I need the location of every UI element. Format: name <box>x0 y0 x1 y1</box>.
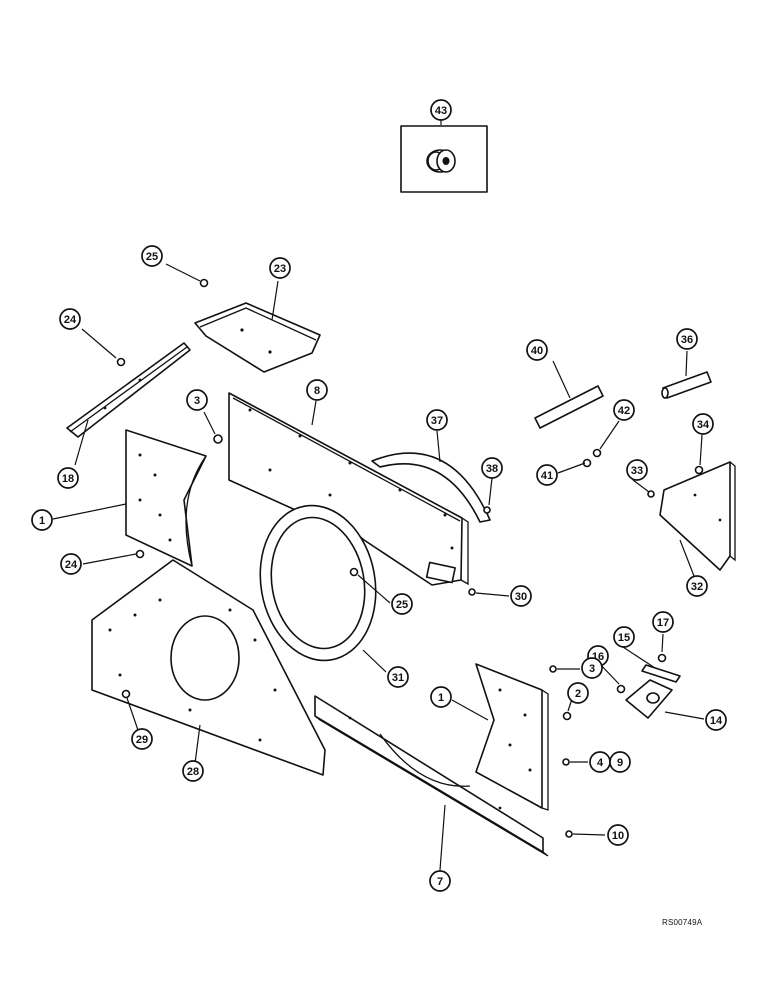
part-14-square-plate <box>625 679 673 719</box>
fasteners <box>116 278 704 838</box>
callout-label: 17 <box>657 617 669 629</box>
part-31-ring <box>259 504 377 662</box>
callout-label: 1 <box>438 692 444 704</box>
callout-label: 43 <box>435 105 447 117</box>
callout-30[interactable]: 30 <box>510 585 532 607</box>
callout-37[interactable]: 37 <box>426 409 448 431</box>
callout-label: 34 <box>697 419 710 431</box>
callout-label: 2 <box>575 688 581 700</box>
callout-label: 42 <box>618 405 630 417</box>
callout-23[interactable]: 23 <box>269 257 291 279</box>
callout-label: 25 <box>396 599 408 611</box>
callout-1[interactable]: 1 <box>430 686 452 708</box>
callout-label: 30 <box>515 591 527 603</box>
callout-17[interactable]: 17 <box>652 611 674 633</box>
leader-lines <box>52 118 705 871</box>
callout-label: 40 <box>531 345 543 357</box>
inset-box-part-43 <box>400 125 488 193</box>
callout-33[interactable]: 33 <box>626 459 648 481</box>
callout-34[interactable]: 34 <box>692 413 714 435</box>
callout-label: 31 <box>392 672 404 684</box>
callout-label: 3 <box>589 663 595 675</box>
part-7-bottom-bar <box>314 695 549 857</box>
callout-7[interactable]: 7 <box>429 870 451 892</box>
callout-label: 24 <box>64 314 77 326</box>
callout-42[interactable]: 42 <box>613 399 635 421</box>
callout-label: 4 <box>597 757 604 769</box>
callout-14[interactable]: 14 <box>705 709 727 731</box>
callout-label: 10 <box>612 830 624 842</box>
callout-29[interactable]: 29 <box>131 728 153 750</box>
callout-label: 1 <box>39 515 45 527</box>
callout-28[interactable]: 28 <box>182 760 204 782</box>
part-18-diagonal-bar <box>66 342 191 438</box>
drawing-reference-code: RS00749A <box>662 918 703 927</box>
callout-label: 41 <box>541 470 553 482</box>
callout-25[interactable]: 25 <box>141 245 163 267</box>
callout-31[interactable]: 31 <box>387 666 409 688</box>
callout-1[interactable]: 1 <box>31 509 53 531</box>
callout-40[interactable]: 40 <box>526 339 548 361</box>
callout-label: 15 <box>618 632 630 644</box>
callout-label: 8 <box>314 385 320 397</box>
callout-label: 24 <box>65 559 78 571</box>
callout-label: 9 <box>617 757 623 769</box>
callout-4[interactable]: 4 <box>589 751 611 773</box>
callout-15[interactable]: 15 <box>613 626 635 648</box>
part-1-lower-side-panel <box>475 663 549 811</box>
callout-label: 28 <box>187 766 199 778</box>
callout-10[interactable]: 10 <box>607 824 629 846</box>
part-37-arc-plate <box>371 452 491 523</box>
callout-8[interactable]: 8 <box>306 379 328 401</box>
callout-18[interactable]: 18 <box>57 467 79 489</box>
callout-label: 18 <box>62 473 74 485</box>
callout-label: 7 <box>437 876 443 888</box>
part-32-side-plate <box>659 461 736 571</box>
part-15-strip <box>641 664 681 683</box>
callout-label: 25 <box>146 251 158 263</box>
callout-36[interactable]: 36 <box>676 328 698 350</box>
callout-2[interactable]: 2 <box>567 682 589 704</box>
part-36-rod <box>661 371 712 399</box>
callout-41[interactable]: 41 <box>536 464 558 486</box>
callout-25[interactable]: 25 <box>391 593 413 615</box>
callout-label: 23 <box>274 263 286 275</box>
callout-label: 33 <box>631 465 643 477</box>
callout-9[interactable]: 9 <box>609 751 631 773</box>
callout-38[interactable]: 38 <box>481 457 503 479</box>
callout-3[interactable]: 3 <box>581 657 603 679</box>
callout-24[interactable]: 24 <box>60 553 82 575</box>
part-8-rear-panel <box>228 392 469 586</box>
callouts: 43 25 23 24 18 3 <box>31 99 727 892</box>
callout-label: 36 <box>681 334 693 346</box>
part-40-bar <box>534 385 604 429</box>
part-23-top-tray <box>194 302 321 373</box>
callout-32[interactable]: 32 <box>686 575 708 597</box>
callout-24[interactable]: 24 <box>59 308 81 330</box>
part-28-front-panel <box>91 559 326 776</box>
callout-label: 32 <box>691 581 703 593</box>
callout-43[interactable]: 43 <box>430 99 452 121</box>
callout-label: 38 <box>486 463 498 475</box>
callout-label: 3 <box>194 395 200 407</box>
callout-label: 37 <box>431 415 443 427</box>
callout-label: 29 <box>136 734 148 746</box>
callout-label: 14 <box>710 715 723 727</box>
callout-3[interactable]: 3 <box>186 389 208 411</box>
part-1-upper-side-panel <box>125 429 207 567</box>
